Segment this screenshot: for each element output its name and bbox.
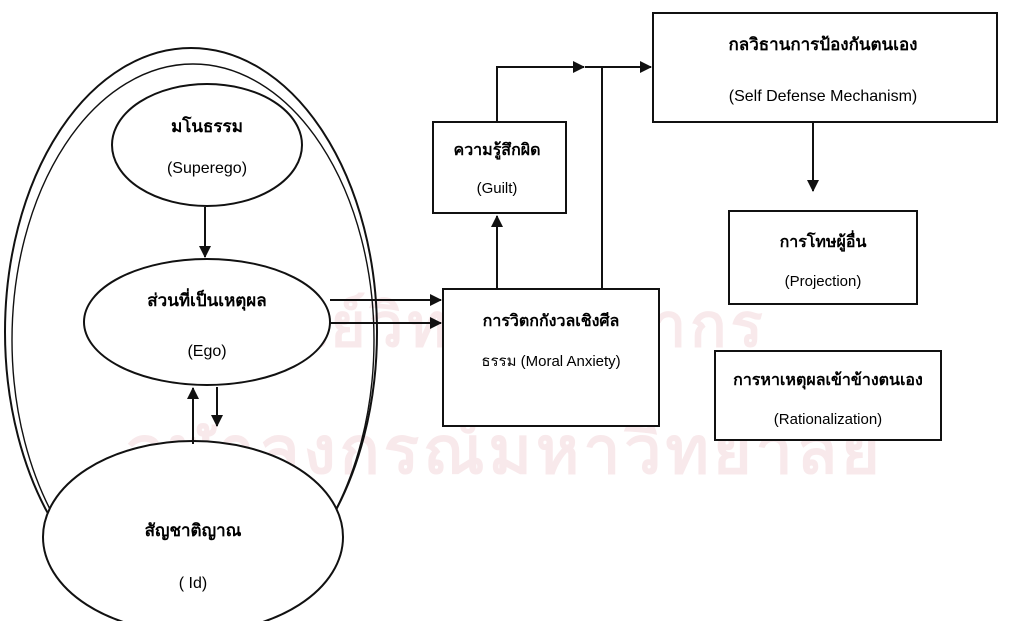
rationalization-english-label: (Rationalization) — [774, 411, 882, 428]
guilt-english-label: (Guilt) — [477, 180, 518, 197]
rationalization-node: การหาเหตุผลเข้าข้างตนเอง (Rationalizatio… — [714, 350, 942, 441]
self-defense-english-label: (Self Defense Mechanism) — [729, 88, 918, 105]
self-defense-thai-label: กลวิธานการป้องกันตนเอง — [729, 35, 918, 55]
ego-english-label: (Ego) — [187, 343, 226, 360]
moral-anxiety-node: การวิตกกังวลเชิงศีล ธรรม (Moral Anxiety) — [442, 288, 660, 427]
arrow-guilt-to-defense — [496, 61, 585, 122]
id-english-label: ( Id) — [179, 575, 207, 592]
superego-node: มโนธรรม (Superego) — [111, 83, 303, 207]
projection-thai-label: การโทษผู้อื่น — [780, 230, 867, 253]
self-defense-node: กลวิธานการป้องกันตนเอง (Self Defense Mec… — [652, 12, 998, 123]
superego-thai-label: มโนธรรม — [171, 116, 243, 137]
moral-anxiety-line-2: ธรรม (Moral Anxiety) — [481, 353, 620, 370]
projection-node: การโทษผู้อื่น (Projection) — [728, 210, 918, 305]
id-node: สัญชาติญาณ ( Id) — [42, 440, 344, 621]
arrow-anxiety-to-defense — [601, 61, 652, 289]
superego-english-label: (Superego) — [167, 160, 247, 177]
projection-english-label: (Projection) — [785, 273, 862, 290]
ego-thai-label: ส่วนที่เป็นเหตุผล — [147, 288, 266, 311]
guilt-thai-label: ความรู้สึกผิด — [453, 140, 540, 161]
ego-node: ส่วนที่เป็นเหตุผล (Ego) — [83, 258, 331, 386]
id-thai-label: สัญชาติญาณ — [145, 521, 242, 541]
guilt-node: ความรู้สึกผิด (Guilt) — [432, 121, 567, 214]
rationalization-thai-label: การหาเหตุผลเข้าข้างตนเอง — [733, 370, 923, 390]
moral-anxiety-thai-label: การวิตกกังวลเชิงศีล — [483, 311, 620, 330]
